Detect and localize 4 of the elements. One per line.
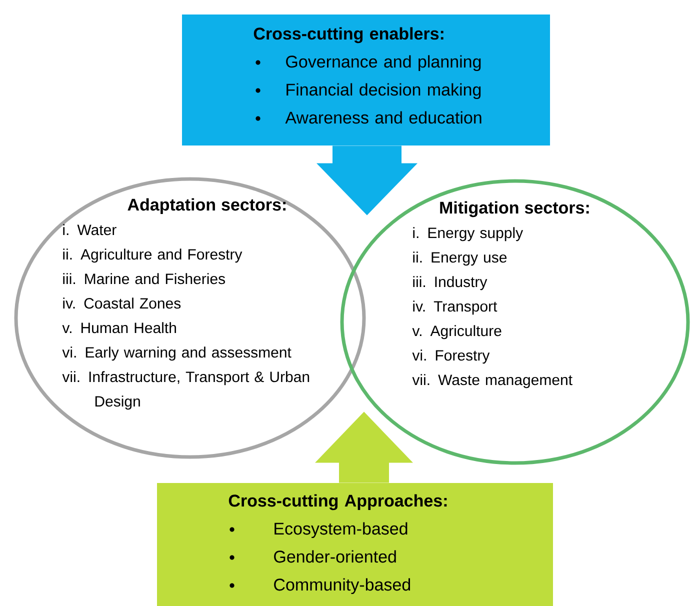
block-arrow <box>315 412 413 483</box>
block-arrow <box>316 146 418 216</box>
callout-box: Cross-cutting Approaches: Ecosystem-based Gender-oriented Community-based <box>157 483 553 606</box>
callout-box: Cross-cutting enablers: Governance and planning Financial decision making Awareness and education <box>182 14 550 146</box>
